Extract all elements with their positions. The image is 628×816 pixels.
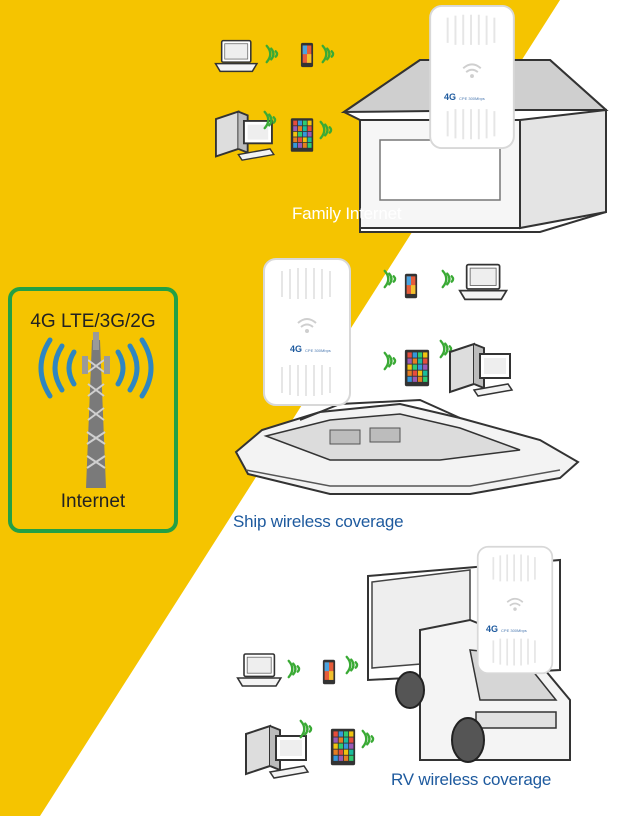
brand-logo: 4G — [444, 92, 457, 102]
laptop-icon — [214, 39, 258, 73]
network-type-label: 4G LTE/3G/2G — [30, 311, 156, 332]
brand-model: CPE 300Mbps — [501, 628, 527, 633]
router-icon — [262, 257, 352, 407]
rv-coverage-caption: RV wireless coverage — [391, 770, 552, 789]
tablet-icon — [404, 349, 430, 387]
brand-model: CPE 300Mbps — [305, 348, 331, 353]
router-icon — [429, 4, 515, 150]
cell-tower-icon — [82, 332, 110, 488]
phone-icon — [322, 659, 336, 685]
network-source-box: 4G LTE/3G/2G Internet — [8, 287, 178, 533]
tablet-icon — [330, 728, 356, 766]
brand-model: CPE 300Mbps — [459, 96, 485, 101]
laptop-icon — [236, 653, 282, 687]
ship-coverage-caption: Ship wireless coverage — [233, 512, 404, 531]
brand-logo: 4G — [486, 624, 499, 634]
router-icon — [476, 545, 554, 675]
tablet-icon — [290, 118, 314, 152]
family-internet-caption: Family Internet — [292, 204, 402, 223]
brand-logo: 4G — [290, 344, 303, 354]
phone-icon — [404, 273, 418, 299]
internet-label: Internet — [60, 491, 126, 512]
phone-icon — [300, 42, 314, 68]
yacht-icon — [234, 398, 580, 495]
signal-waves-icon — [38, 337, 154, 399]
laptop-icon — [458, 263, 508, 301]
